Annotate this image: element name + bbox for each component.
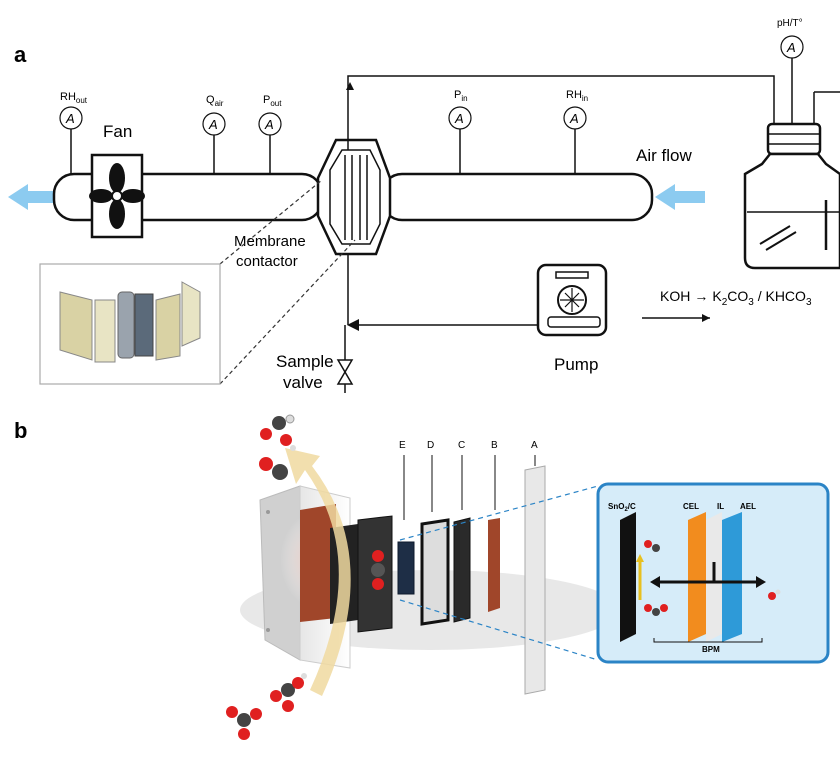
membrane-label-line2: contactor bbox=[236, 253, 298, 270]
ael-layer bbox=[722, 512, 742, 642]
sample-valve-label-line1: Sample bbox=[276, 352, 334, 371]
sample-valve-icon bbox=[336, 359, 354, 385]
gauge-q-air-label: Qair bbox=[206, 94, 224, 108]
right-duct bbox=[380, 172, 654, 222]
membrane-label-line1: Membrane bbox=[234, 233, 306, 250]
gauge-rh-in: A RHin bbox=[563, 89, 588, 174]
layer-letter-markers bbox=[403, 455, 536, 520]
return-arrowhead bbox=[346, 82, 354, 90]
membrane-contactor-icon bbox=[316, 138, 392, 256]
bicarbonate-molecule-icon bbox=[270, 673, 307, 712]
reservoir-bottle-icon bbox=[743, 122, 840, 270]
co2-molecule-center bbox=[371, 550, 385, 590]
arrow-inlet bbox=[655, 184, 705, 210]
layer-e bbox=[397, 541, 415, 595]
curved-process-arrow bbox=[285, 448, 351, 696]
layer-d bbox=[420, 518, 450, 626]
arrow-left-outlet bbox=[8, 184, 56, 210]
gauge-p-out-label: Pout bbox=[263, 94, 282, 108]
pump-label: Pump bbox=[554, 355, 598, 374]
sno2-electrode bbox=[620, 512, 636, 642]
gauge-p-out: A Pout bbox=[258, 94, 282, 174]
fan-icon bbox=[89, 153, 145, 239]
panel-a-label: a bbox=[14, 42, 27, 67]
pump-icon bbox=[536, 263, 608, 337]
panel-b-label: b bbox=[14, 418, 27, 443]
cel-layer bbox=[688, 512, 706, 642]
layer-c bbox=[453, 517, 471, 623]
svg-text:A: A bbox=[786, 40, 796, 55]
layer-letter-b: B bbox=[491, 440, 498, 451]
bpm-label: BPM bbox=[702, 645, 720, 654]
layer-letter-c: C bbox=[458, 440, 465, 451]
layer-letter-e: E bbox=[399, 440, 406, 451]
gauge-symbol: A bbox=[65, 111, 75, 126]
formic-acid-molecule-icon bbox=[260, 414, 296, 451]
gauge-p-in-label: Pin bbox=[454, 89, 468, 103]
ion-flow-arrows bbox=[654, 562, 762, 584]
gauge-q-air: A Qair bbox=[202, 94, 226, 174]
layer-b bbox=[488, 518, 500, 612]
il-label: IL bbox=[717, 502, 724, 511]
bpm-inset: SnO2/C CEL IL AEL BPM bbox=[596, 482, 830, 664]
bpm-bracket bbox=[653, 638, 763, 643]
layer-a bbox=[524, 465, 546, 695]
gauge-rh-out: A RHout bbox=[59, 91, 88, 174]
carbonate-molecule-icon bbox=[226, 706, 262, 740]
pump-feed-arrowhead bbox=[702, 314, 710, 322]
co-molecule-icon bbox=[259, 457, 288, 480]
ael-label: AEL bbox=[740, 502, 756, 511]
sample-valve-label-line2: valve bbox=[283, 373, 323, 392]
gauge-rh-in-label: RHin bbox=[566, 89, 588, 103]
air-flow-label: Air flow bbox=[636, 146, 692, 165]
svg-text:A: A bbox=[454, 111, 464, 126]
sno2-label: SnO2/C bbox=[608, 502, 636, 513]
layer-letter-d: D bbox=[427, 440, 434, 451]
reaction-label: KOH→K2CO3 / KHCO3 bbox=[660, 288, 812, 308]
svg-text:A: A bbox=[264, 117, 274, 132]
svg-text:A: A bbox=[208, 117, 218, 132]
gauge-rh-out-label: RHout bbox=[60, 91, 88, 105]
svg-text:A: A bbox=[569, 111, 579, 126]
inset-zoom-lines bbox=[399, 485, 599, 661]
inset-molecules bbox=[644, 540, 781, 616]
fan-label: Fan bbox=[103, 122, 132, 141]
layer-letter-a: A bbox=[531, 440, 538, 451]
cel-label: CEL bbox=[683, 502, 699, 511]
contactor-zoom-inset bbox=[39, 179, 356, 385]
gauge-ph-t-label: pH/T° bbox=[777, 18, 803, 29]
gauge-p-in: A Pin bbox=[448, 89, 472, 174]
copper-plate bbox=[300, 504, 336, 622]
